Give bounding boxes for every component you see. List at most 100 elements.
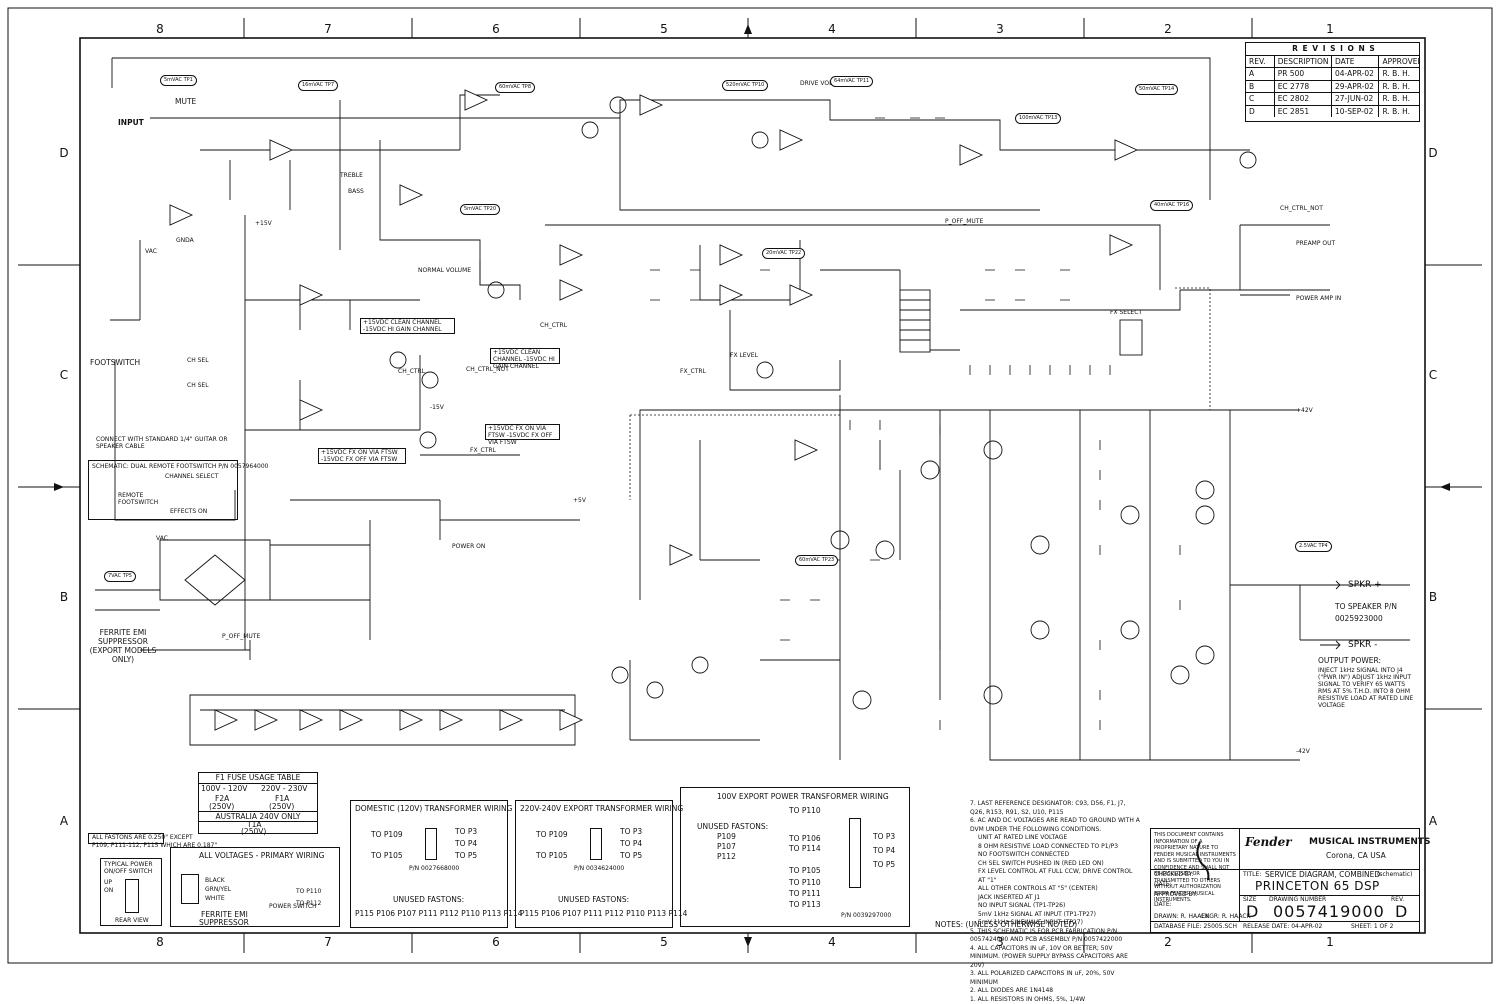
rev-cell: D xyxy=(1246,106,1274,118)
release-date: RELEASE DATE: 04-APR-02 xyxy=(1243,923,1322,930)
domestic-to-p105: TO P105 xyxy=(371,851,403,860)
footswitch-label: FOOTSWITCH xyxy=(90,358,140,367)
test-point: 60mVAC TP8 xyxy=(495,82,535,93)
rev-value: D xyxy=(1395,902,1407,921)
test-point: 64mVAC TP11 xyxy=(830,76,873,87)
remote-footswitch-label: REMOTE FOOTSWITCH xyxy=(118,492,158,506)
fuse-table-title: F1 FUSE USAGE TABLE xyxy=(199,773,317,784)
connect-cable-note: CONNECT WITH STANDARD 1/4" GUITAR OR SPE… xyxy=(96,436,231,450)
input-label: INPUT xyxy=(118,118,144,127)
preamp-out-label: PREAMP OUT xyxy=(1296,240,1335,247)
note-item: NO FOOTSWITCH CONNECTED xyxy=(970,851,1140,860)
domestic-transformer-box: DOMESTIC (120V) TRANSFORMER WIRING TO P1… xyxy=(350,800,508,928)
rev-cell: A xyxy=(1246,68,1274,80)
notes-heading: NOTES: (UNLESS OTHERWISE NOTED) xyxy=(935,920,1077,929)
revision-row: D EC 2851 10-SEP-02 R. B. H. xyxy=(1246,105,1419,118)
rev-cell: B xyxy=(1246,81,1274,93)
col-label-7-bottom: 7 xyxy=(324,935,332,949)
revision-row: B EC 2778 29-APR-02 R. B. H. xyxy=(1246,80,1419,93)
note-item: 8 OHM RESISTIVE LOAD CONNECTED TO P1/P3 xyxy=(970,843,1140,852)
center-arrow-bottom xyxy=(744,937,752,947)
channel-voltage-note: +15VDC CLEAN CHANNEL -15VDC HI GAIN CHAN… xyxy=(360,318,455,334)
note-item: UNIT AT RATED LINE VOLTAGE xyxy=(970,834,1140,843)
domestic-to-p109: TO P109 xyxy=(371,830,403,839)
ferrite-emi-label: FERRITE EMI SUPPRESSOR (EXPORT MODELS ON… xyxy=(88,628,158,664)
ch-ctrl-label: CH_CTRL xyxy=(540,322,567,329)
title-text: SERVICE DIAGRAM, COMBINED xyxy=(1265,870,1380,879)
note-item: 7. LAST REFERENCE DESIGNATOR: C93, D56, … xyxy=(970,800,1140,817)
test-point: 50mVAC TP14 xyxy=(1135,84,1178,95)
ch-sel-label: CH SEL xyxy=(187,357,209,364)
power-switch-up: UP xyxy=(104,879,112,886)
center-arrow-top xyxy=(744,24,752,34)
export100-tap: TO P114 xyxy=(789,844,821,853)
test-point: 40mVAC TP16 xyxy=(1150,200,1193,211)
notes-block: 7. LAST REFERENCE DESIGNATOR: C93, D56, … xyxy=(970,800,1140,1004)
note-item: CH SEL SWITCH PUSHED IN (RED LED ON) xyxy=(970,860,1140,869)
drive-vol-label: DRIVE VOL xyxy=(800,80,832,87)
test-point: 16mVAC TP7 xyxy=(298,80,338,91)
note-item: 5. THIS SCHEMATIC IS FOR PCB FABRICATION… xyxy=(970,928,1140,945)
note-item: 4. ALL CAPACITORS IN uF, 10V OR BETTER; … xyxy=(970,945,1140,971)
row-label-a-right: A xyxy=(1429,814,1438,828)
drawing-number: 0057419000 xyxy=(1273,902,1385,921)
row-label-c-right: C xyxy=(1429,368,1437,382)
date-cell: 10-SEP-02 xyxy=(1331,106,1378,118)
test-point: 20mVAC TP22 xyxy=(762,248,805,259)
domestic-unused-label: UNUSED FASTONS: xyxy=(393,895,464,904)
export-to-p109: TO P109 xyxy=(536,830,568,839)
revision-row: C EC 2802 27-JUN-02 R. B. H. xyxy=(1246,92,1419,105)
rev-col-header: REV. xyxy=(1246,56,1274,68)
export100-tap: TO P110 xyxy=(789,878,821,887)
primary-grn-yel-label: GRN/YEL xyxy=(205,886,231,893)
revisions-header: REV. DESCRIPTION DATE APPROVED xyxy=(1246,55,1419,68)
note-item: 5mV 1kHz SIGNAL AT INPUT (TP1-TP27) xyxy=(970,911,1140,920)
rev-cell: C xyxy=(1246,93,1274,105)
col-label-6-top: 6 xyxy=(492,22,500,36)
export100-to-p5: TO P5 xyxy=(873,860,895,869)
export100-transformer-box: 100V EXPORT POWER TRANSFORMER WIRING UNU… xyxy=(680,787,910,927)
power-switch-title-1: TYPICAL POWER xyxy=(104,861,153,868)
p-off-mute-label-2: P_OFF_MUTE xyxy=(222,633,260,640)
primary-white-label: WHITE xyxy=(205,895,225,902)
power-switch-box: TYPICAL POWER ON/OFF SWITCH UP ON REAR V… xyxy=(100,858,162,926)
col-label-1-top: 1 xyxy=(1326,22,1334,36)
export100-tap: TO P106 xyxy=(789,834,821,843)
fuse-voltage-range-1: 100V - 120V xyxy=(201,784,247,793)
company-location: Corona, CA USA xyxy=(1326,851,1386,860)
power-switch-icon xyxy=(125,879,139,913)
date-label: DATE: xyxy=(1154,881,1172,888)
col-label-5-top: 5 xyxy=(660,22,668,36)
ch-sel-label-2: CH SEL xyxy=(187,382,209,389)
export100-pn: P/N 0039297000 xyxy=(841,912,891,919)
test-point: 5mVAC TP20 xyxy=(460,204,500,215)
dual-footswitch-label: SCHEMATIC: DUAL REMOTE FOOTSWITCH P/N 00… xyxy=(92,463,268,470)
description-cell: EC 2802 xyxy=(1274,93,1331,105)
fuse-australia-rating: (250V) xyxy=(241,827,266,836)
sheet-number: SHEET: 1 OF 2 xyxy=(1351,923,1393,930)
fuse-rating-1: (250V) xyxy=(209,802,234,811)
title-sub: (schematic) xyxy=(1377,871,1412,878)
fuse-rating-2: (250V) xyxy=(269,802,294,811)
col-label-8-bottom: 8 xyxy=(156,935,164,949)
test-point: 5mVAC TP1 xyxy=(160,75,197,86)
col-label-5-bottom: 5 xyxy=(660,935,668,949)
vac-label-2: VAC xyxy=(156,535,168,542)
test-point: 60mVAC TP23 xyxy=(795,555,838,566)
bass-label: BASS xyxy=(348,188,364,195)
date-cell: 27-JUN-02 xyxy=(1331,93,1378,105)
fx-voltage-note-2: +15VDC FX ON VIA FTSW -15VDC FX OFF VIA … xyxy=(485,424,560,440)
date-cell: 04-APR-02 xyxy=(1331,68,1378,80)
note-item: JACK INSERTED AT J1 xyxy=(970,894,1140,903)
transistors xyxy=(390,97,1256,709)
export-to-p5: TO P5 xyxy=(620,851,642,860)
export100-to-p4: TO P4 xyxy=(873,846,895,855)
revisions-table: R E V I S I O N S REV. DESCRIPTION DATE … xyxy=(1245,42,1420,122)
export100-unused-label: UNUSED FASTONS: xyxy=(697,822,768,831)
fx-voltage-note: +15VDC FX ON VIA FTSW -15VDC FX OFF VIA … xyxy=(318,448,406,464)
minus-15v-label: -15V xyxy=(430,404,444,411)
p-off-mute-label: P_OFF_MUTE xyxy=(945,218,983,225)
export-unused-label: UNUSED FASTONS: xyxy=(558,895,629,904)
export-transformer-icon xyxy=(590,828,602,860)
fastons-note-1: ALL FASTONS ARE 0.250" EXCEPT xyxy=(92,834,193,841)
